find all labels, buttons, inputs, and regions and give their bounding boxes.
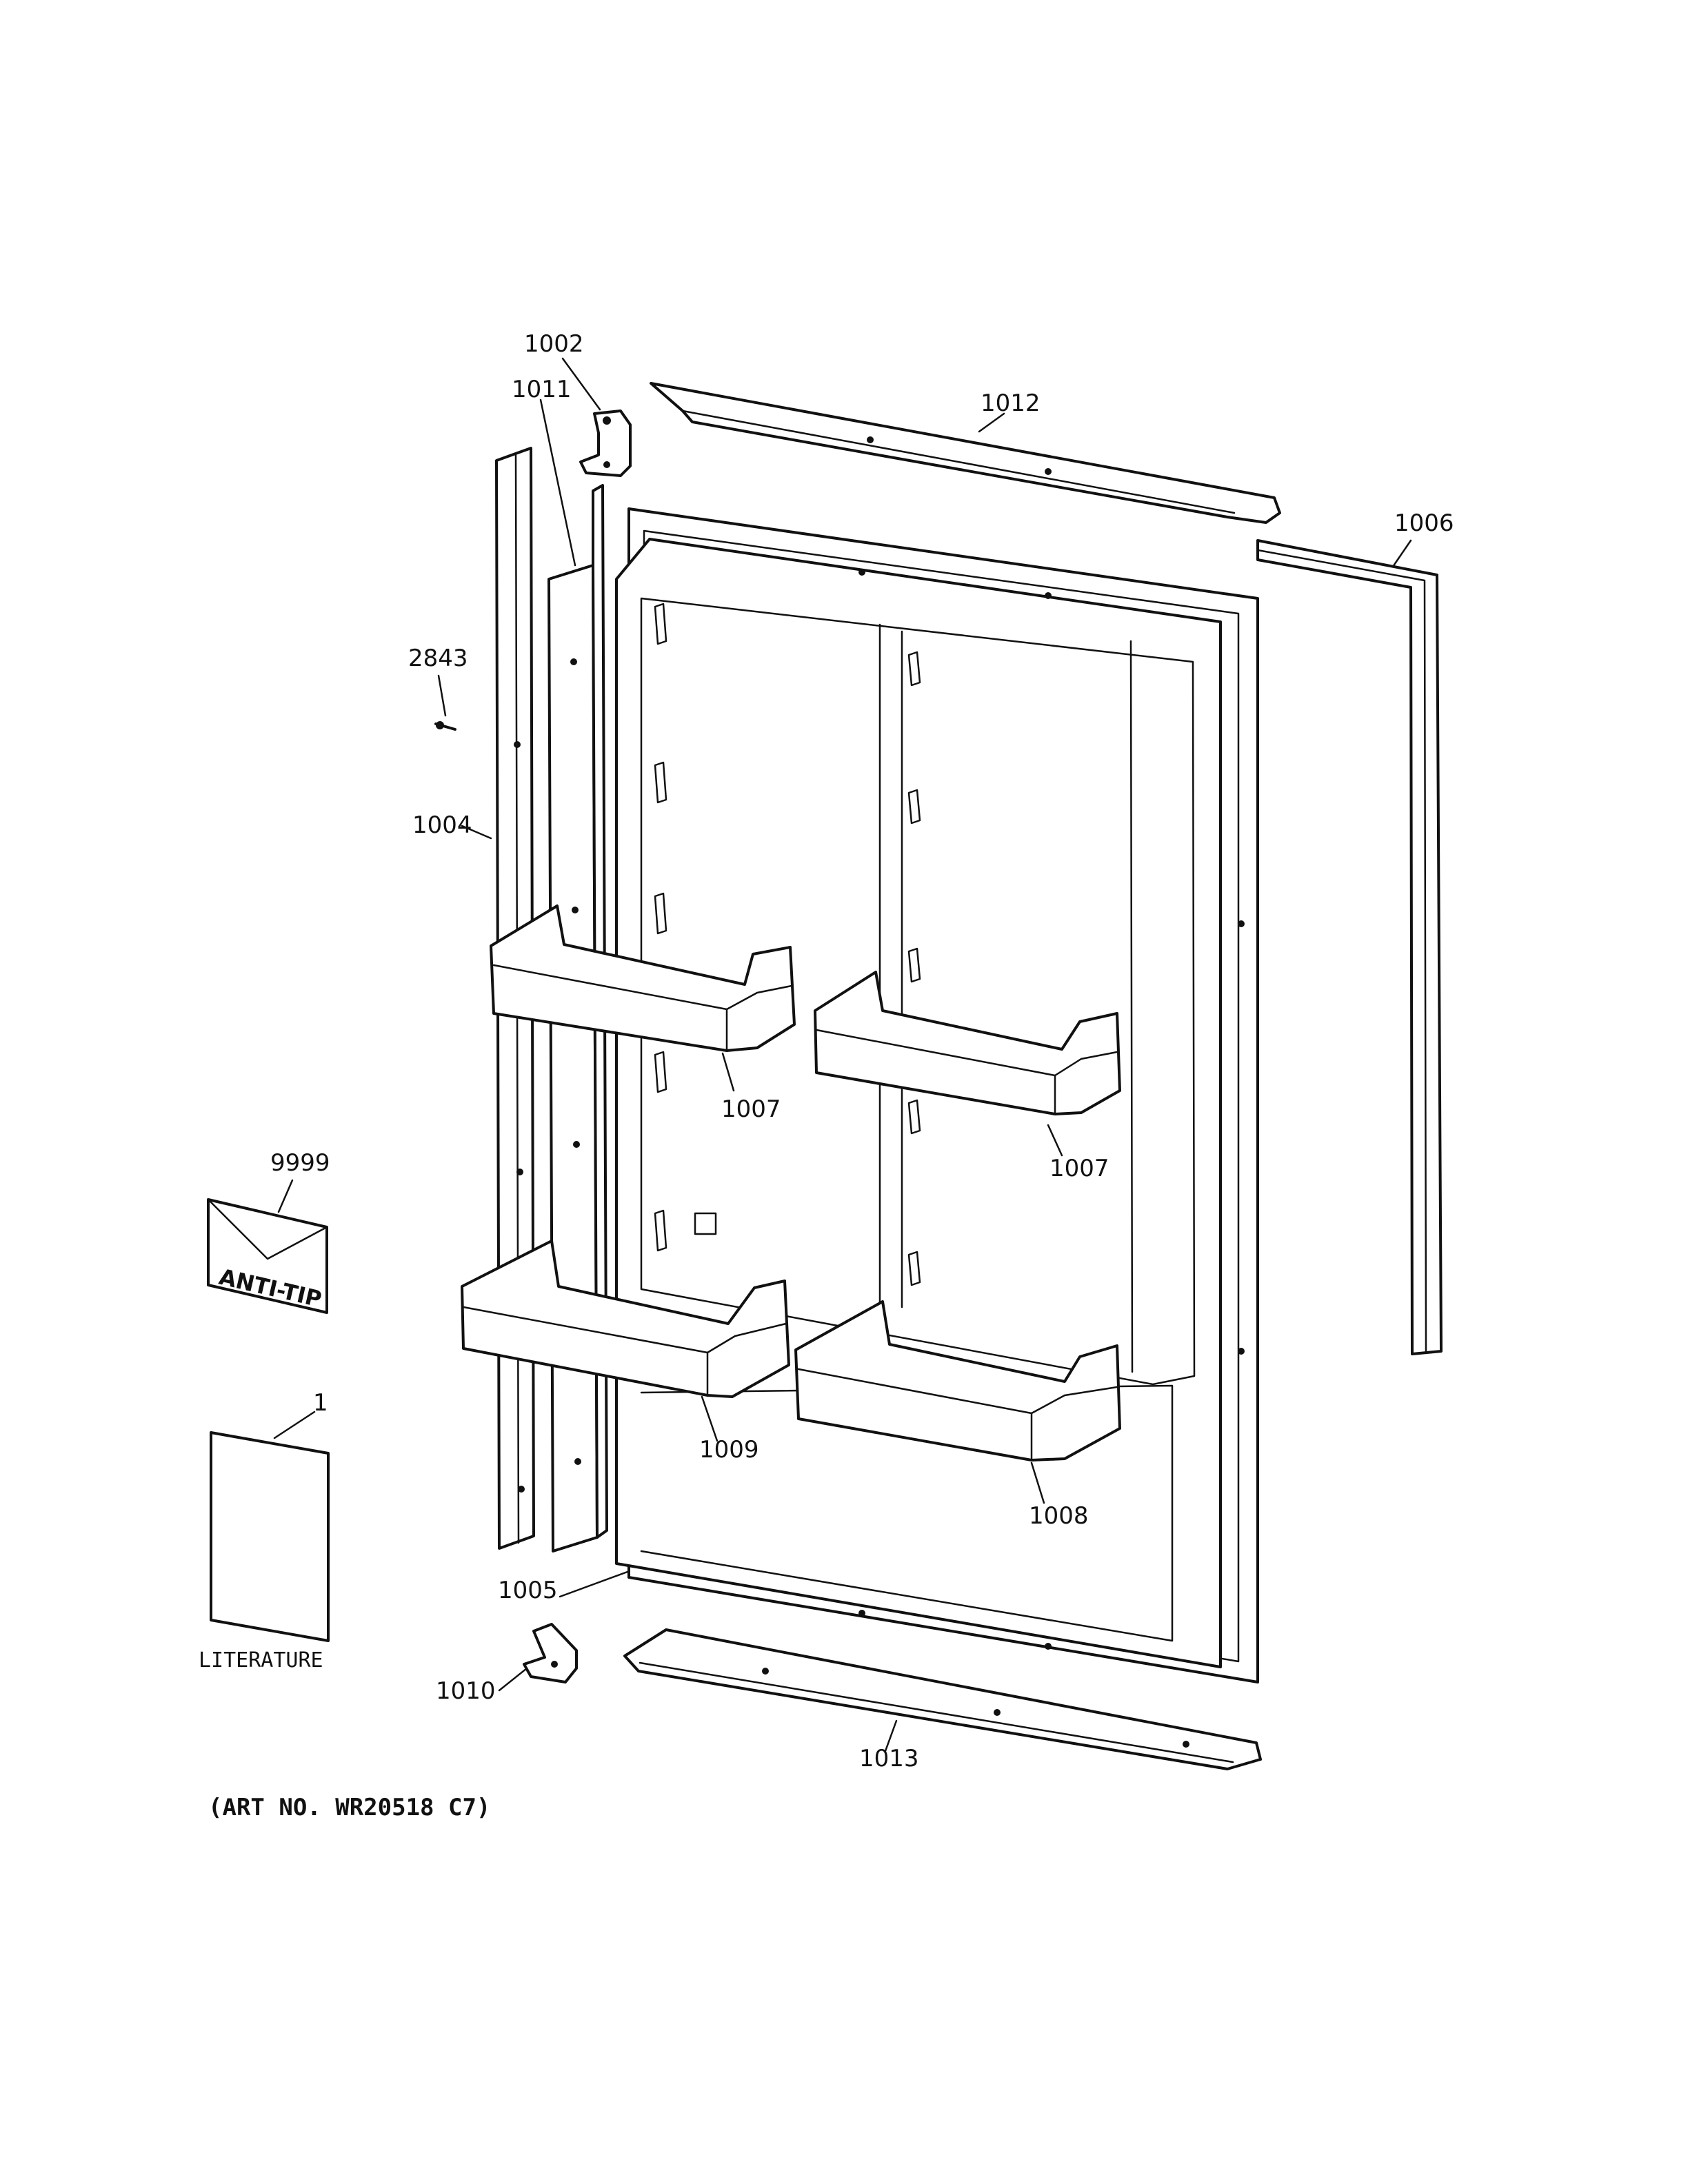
label-1012: 1012: [981, 390, 1041, 417]
door-bin-1007-right: [814, 971, 1121, 1115]
leader-lines: [273, 357, 1412, 1752]
anti-tip-envelope-9999: ANTI-TIP: [207, 1198, 328, 1314]
label-1004: 1004: [412, 811, 472, 839]
top-hinge-1002: [579, 410, 632, 477]
label-1002: 1002: [524, 330, 584, 358]
label-1009: 1009: [699, 1436, 759, 1464]
label-1008: 1008: [1029, 1502, 1089, 1530]
label-2843: 2843: [408, 645, 468, 672]
door-bin-1008: [794, 1300, 1121, 1462]
label-1007-right: 1007: [1049, 1155, 1109, 1182]
door-bin-1009: [461, 1240, 790, 1398]
label-1013: 1013: [859, 1745, 919, 1772]
label-9999: 9999: [270, 1149, 330, 1177]
bottom-hinge-1010: [523, 1623, 578, 1684]
door-gasket-1006: [1256, 539, 1443, 1355]
label-1011: 1011: [512, 376, 572, 403]
screw-2843: [434, 721, 456, 731]
label-1010: 1010: [436, 1677, 496, 1705]
literature-text: LITERATURE: [199, 1648, 323, 1672]
label-1: 1: [313, 1389, 328, 1417]
bottom-door-cap-1013: [623, 1628, 1262, 1770]
literature-booklet-1: LITERATURE: [199, 1431, 330, 1672]
top-door-cap-1012: [650, 382, 1281, 524]
part-labels: 1002 1011 1012 1006 2843 1004 1007 1007 …: [270, 330, 1454, 1772]
art-number: (ART NO. WR20518 C7): [208, 1794, 491, 1821]
door-liner-1005: [615, 507, 1259, 1684]
door-bin-1007-left: [490, 904, 796, 1052]
label-1007-left: 1007: [721, 1095, 781, 1123]
label-1005: 1005: [498, 1577, 558, 1604]
label-1006: 1006: [1394, 509, 1454, 537]
